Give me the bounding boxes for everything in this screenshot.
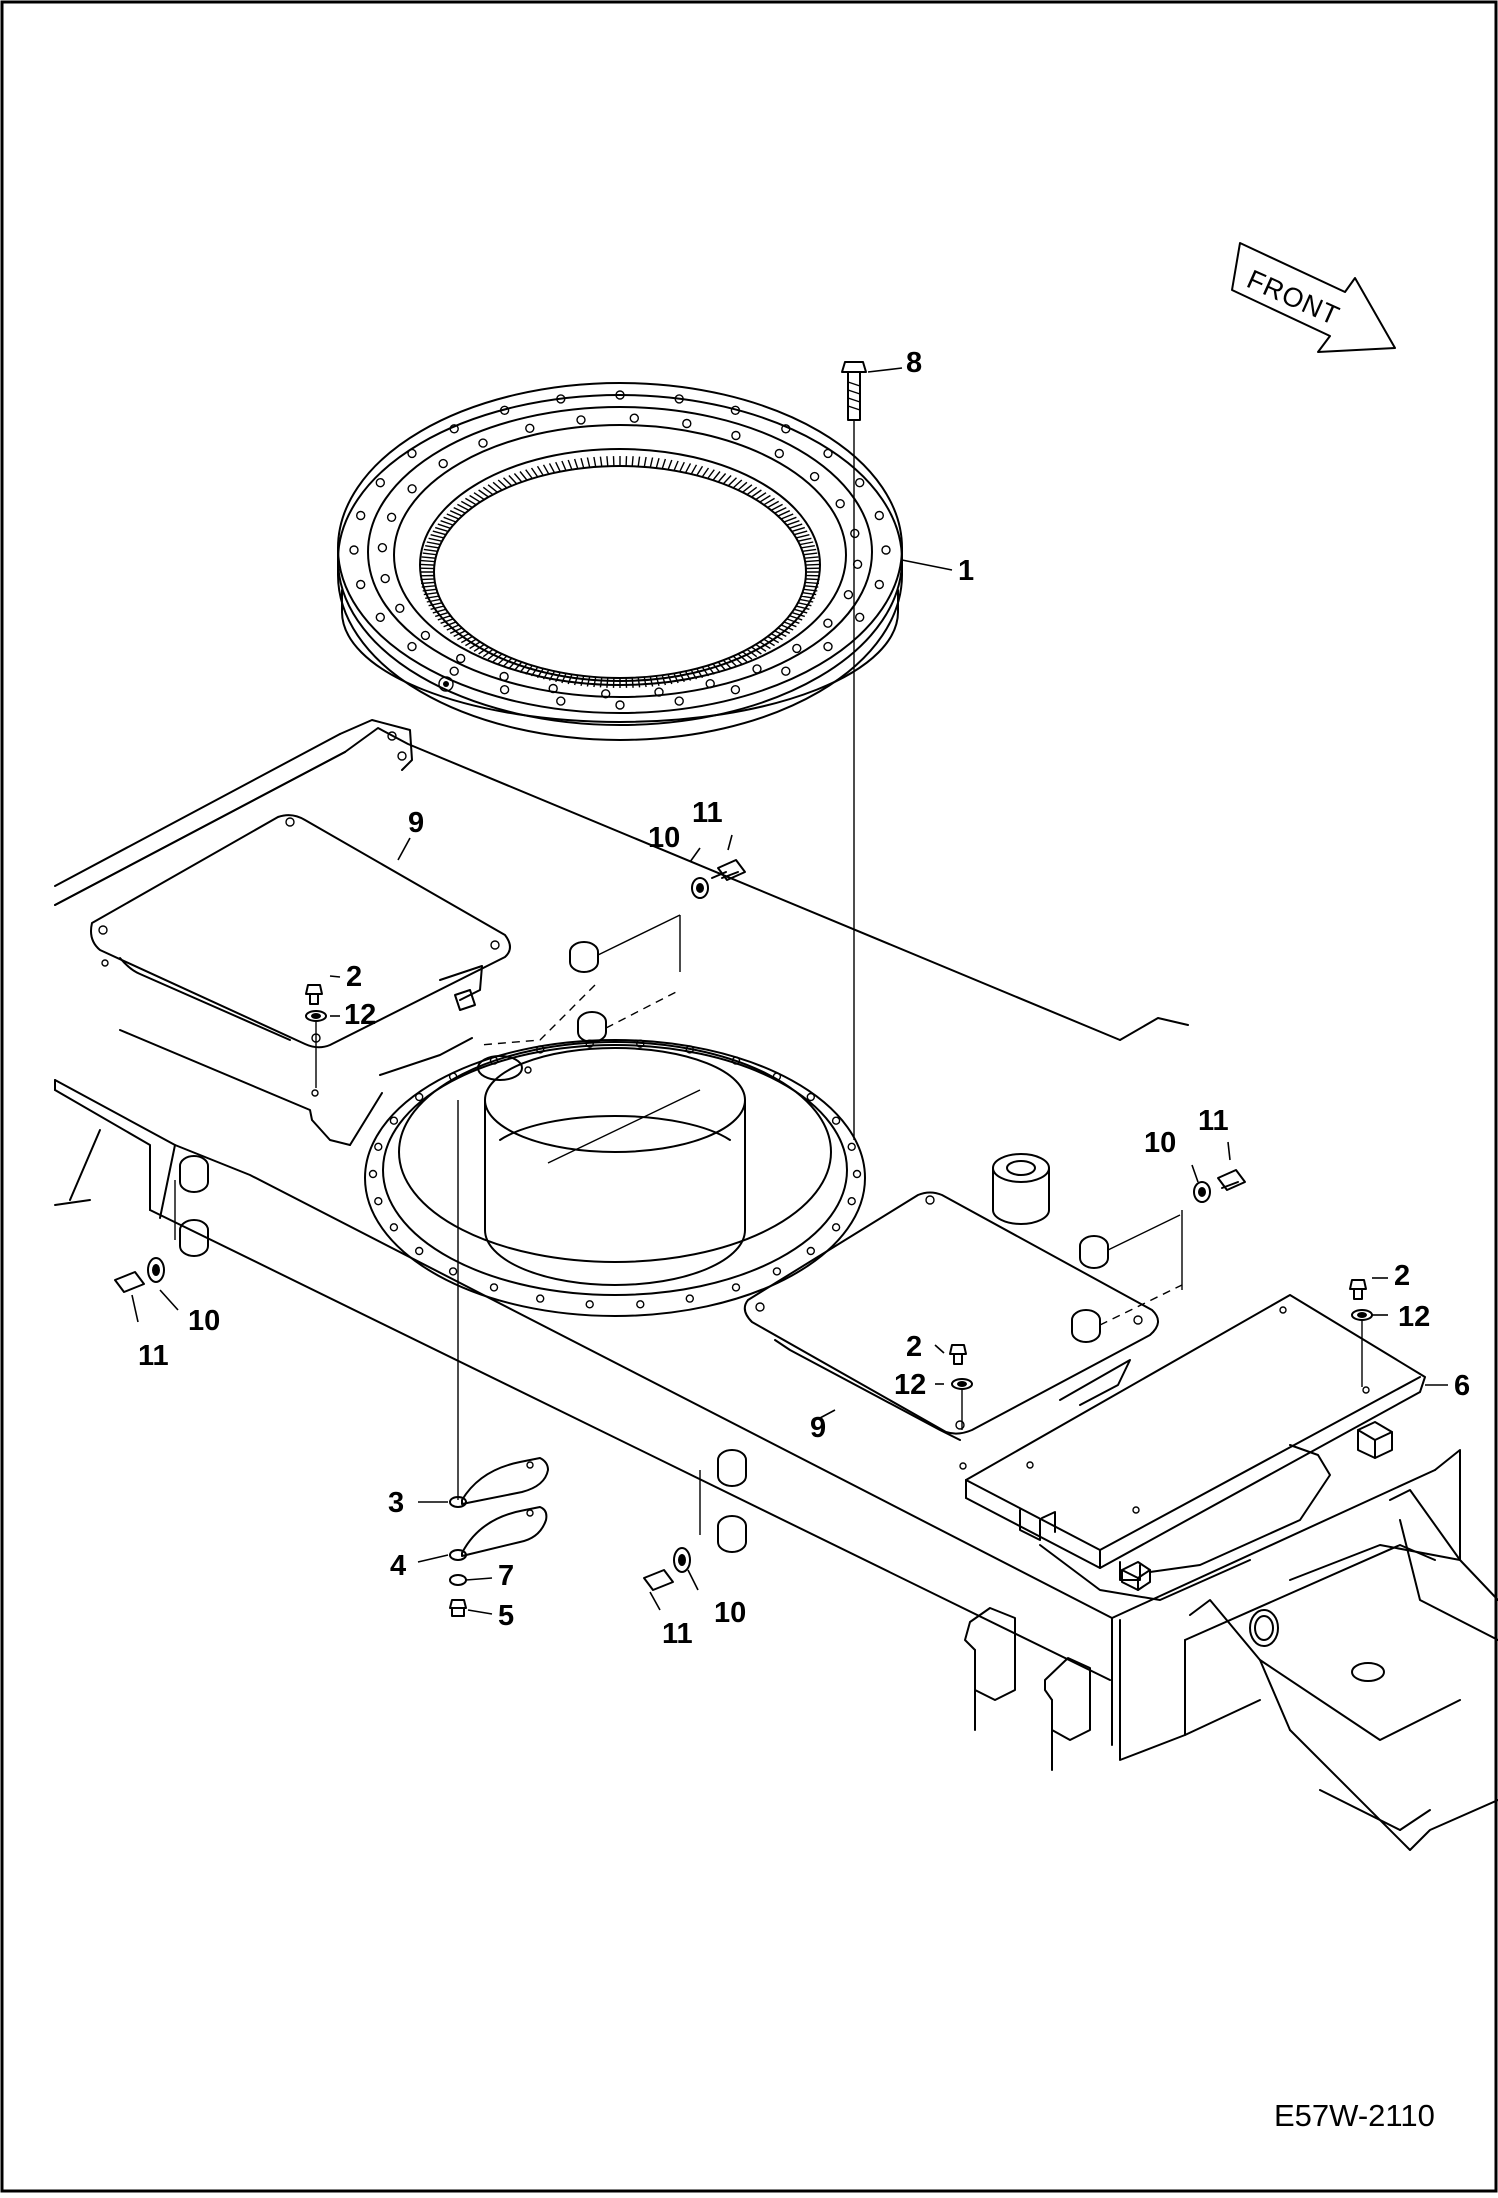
callout-7: 7 <box>498 1560 514 1592</box>
callout-12: 12 <box>344 999 376 1031</box>
callout-11: 11 <box>138 1340 169 1372</box>
callout-10: 10 <box>714 1597 746 1629</box>
callout-6: 6 <box>1454 1370 1470 1402</box>
callout-10: 10 <box>648 822 680 854</box>
callout-8: 8 <box>906 347 922 379</box>
callout-9: 9 <box>408 807 424 839</box>
callout-11: 11 <box>662 1618 693 1650</box>
hardware-right <box>569 914 1183 1343</box>
fasteners <box>114 859 1373 1617</box>
callout-4: 4 <box>390 1550 406 1582</box>
callout-2: 2 <box>346 961 362 993</box>
lower-frame <box>54 719 1498 1851</box>
callout-12: 12 <box>894 1369 926 1401</box>
callout-1: 1 <box>958 555 974 587</box>
callout-2: 2 <box>1394 1260 1410 1292</box>
callout-12: 12 <box>1398 1301 1430 1333</box>
gear-teeth <box>420 456 820 688</box>
callout-11: 11 <box>1198 1105 1229 1137</box>
leader-lines <box>131 367 1448 1615</box>
callout-labels: 1 8 9 2 12 11 10 11 10 11 10 2 12 6 2 12… <box>138 347 1470 1650</box>
swing-bearing <box>337 382 903 741</box>
callout-2: 2 <box>906 1331 922 1363</box>
bearing-bolt-holes <box>349 390 891 710</box>
frame-flange-holes <box>368 1039 862 1309</box>
callout-9: 9 <box>810 1412 826 1444</box>
callout-10: 10 <box>188 1305 220 1337</box>
front-label: FRONT <box>1243 264 1345 331</box>
drawing-number: E57W-2110 <box>1274 2098 1435 2133</box>
callout-11: 11 <box>692 797 723 829</box>
callout-5: 5 <box>498 1600 514 1632</box>
callout-10: 10 <box>1144 1127 1176 1159</box>
front-direction-arrow: FRONT <box>1231 242 1396 353</box>
callout-3: 3 <box>388 1487 404 1519</box>
mounting-bolt <box>841 361 867 1140</box>
